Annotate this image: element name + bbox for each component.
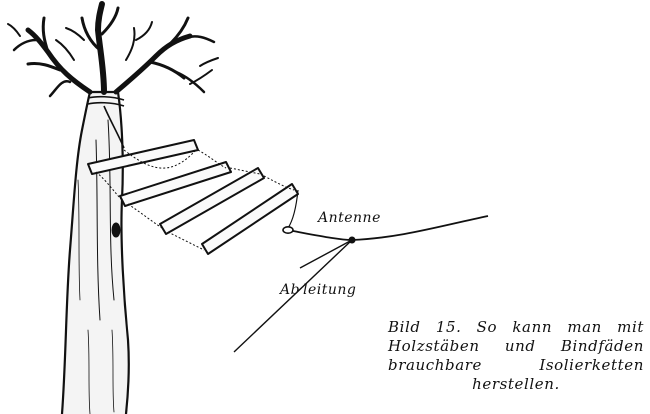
tree-branch-left — [25, 27, 93, 95]
caption-line-1: Bild 15. So kann man mit — [388, 318, 644, 336]
caption-line-4: herstellen. — [472, 375, 560, 393]
downlead-label: Ab leitung — [280, 282, 357, 298]
figure-caption: Bild 15. So kann man mit Holzstäben und … — [388, 318, 644, 394]
caption-line-2: Holzstäben und Bindfäden — [388, 337, 644, 355]
rope-binding — [87, 95, 125, 149]
antenna-wire — [282, 189, 489, 244]
insulator-chain — [87, 139, 299, 255]
wooden-stick-2 — [119, 161, 232, 207]
tree-trunk — [60, 90, 130, 414]
antenna-line — [292, 215, 489, 241]
tree — [7, 1, 219, 414]
antenna-label: Antenne — [318, 210, 381, 226]
knot-mark — [111, 222, 121, 238]
binding-strings — [95, 149, 295, 251]
tree-branch-right — [113, 33, 193, 95]
end-insulator — [282, 226, 294, 235]
downlead-wire — [233, 239, 353, 353]
wooden-stick-3 — [159, 167, 265, 235]
caption-line-3: brauchbare Isolierketten — [388, 356, 644, 374]
tree-branch-center — [95, 1, 107, 95]
